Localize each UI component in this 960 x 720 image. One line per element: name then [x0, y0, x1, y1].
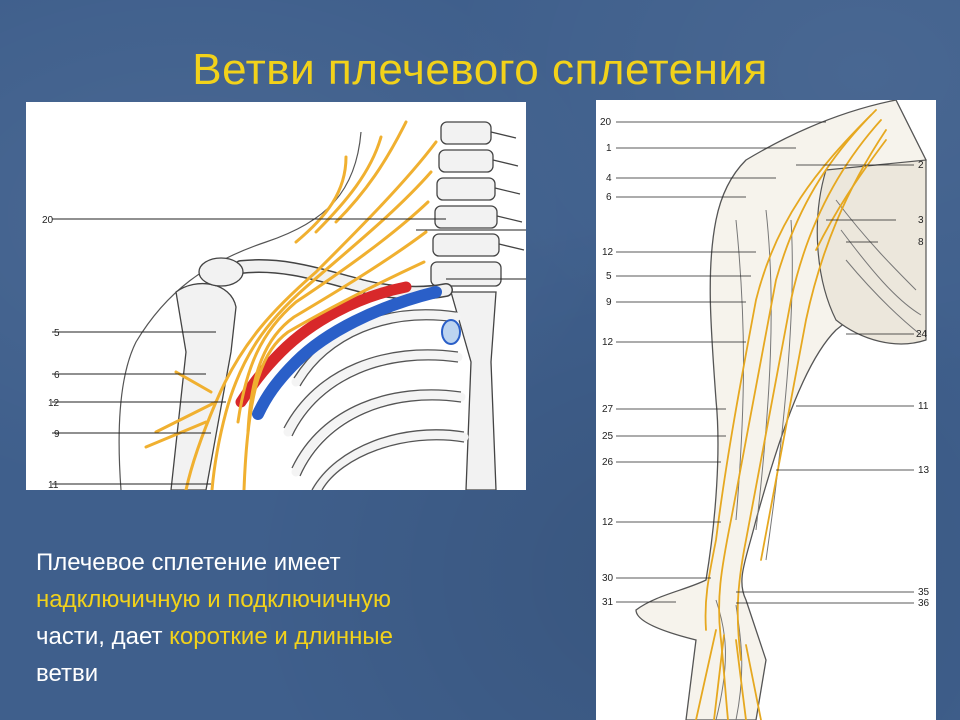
arm-nerves	[695, 109, 887, 720]
left-label-9: 9	[54, 429, 60, 440]
right-label-12b: 12	[602, 337, 614, 348]
description-text: Плечевое сплетение имеет надключичную и …	[36, 544, 456, 692]
right-label-4: 4	[606, 173, 612, 184]
right-label-20: 20	[600, 117, 612, 128]
right-label-12c: 12	[602, 517, 614, 528]
description-segment: Плечевое сплетение имеет	[36, 549, 341, 576]
description-segment: ветви	[36, 660, 99, 687]
right-label-5: 5	[606, 271, 612, 282]
right-label-1: 1	[606, 143, 612, 154]
subclavian-vein	[252, 286, 442, 420]
description-highlight-branches: короткие и длинные	[169, 623, 393, 650]
arm-nerves-illustration: 20 1 4 6 12 5 9 12 27 25 26 12 30 31 2 3…	[596, 100, 936, 720]
right-label-12a: 12	[602, 247, 614, 258]
right-label-26: 26	[602, 457, 614, 468]
cervical-spine	[430, 121, 525, 287]
left-label-11: 11	[48, 480, 59, 490]
right-label-2: 2	[918, 160, 924, 171]
slide-title: Ветви плечевого сплетения	[192, 45, 768, 94]
ribs	[283, 310, 469, 490]
right-label-27: 27	[602, 404, 614, 415]
brachial-plexus-illustration: 20 5 6 12 9 11 18 22	[26, 102, 526, 490]
plexus-drawing: 20 5 6 12 9 11 18 22	[42, 120, 526, 490]
right-label-13: 13	[918, 465, 930, 476]
right-label-31: 31	[602, 597, 614, 608]
right-label-11: 11	[918, 401, 929, 412]
right-label-30: 30	[602, 573, 614, 584]
left-label-6: 6	[54, 370, 60, 381]
right-label-8: 8	[918, 237, 924, 248]
left-label-12: 12	[48, 398, 60, 409]
arm-drawing: 20 1 4 6 12 5 9 12 27 25 26 12 30 31 2 3…	[600, 100, 930, 720]
plexus-nerves	[144, 120, 438, 490]
right-label-24: 24	[916, 329, 928, 340]
sternum	[450, 291, 497, 490]
description-highlight-parts: надключичную и подключичную	[36, 586, 391, 613]
right-label-3: 3	[918, 215, 924, 226]
left-label-20: 20	[42, 215, 54, 226]
right-label-35: 35	[918, 587, 930, 598]
description-segment: части, дает	[36, 623, 170, 650]
right-label-36: 36	[918, 598, 930, 609]
right-label-6: 6	[606, 192, 612, 203]
right-label-25: 25	[602, 431, 614, 442]
right-label-9: 9	[606, 297, 612, 308]
left-label-5: 5	[54, 328, 60, 339]
